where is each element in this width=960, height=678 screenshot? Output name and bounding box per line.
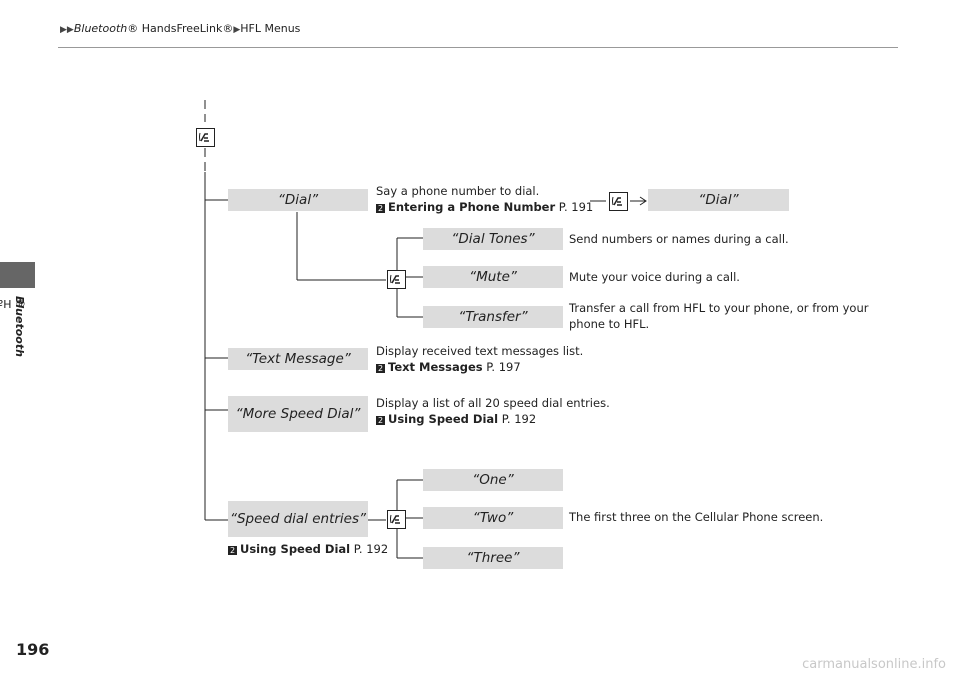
breadcrumb-arrow-icon: ▶▶ (60, 25, 74, 35)
reference-icon: 2 (228, 546, 237, 555)
description-mute: Mute your voice during a call. (569, 270, 740, 284)
command-mute: “Mute” (423, 266, 563, 288)
header-rule (58, 47, 898, 48)
voice-command-icon (609, 192, 628, 211)
command-dial-tones: “Dial Tones” (423, 228, 563, 250)
breadcrumb-part2: HFL Menus (240, 22, 301, 35)
breadcrumb: ▶▶Bluetooth® HandsFreeLink®▶HFL Menus (60, 22, 300, 35)
command-one: “One” (423, 469, 563, 491)
breadcrumb-arrow-icon: ▶ (233, 25, 241, 35)
description-more-speed-dial: Display a list of all 20 speed dial entr… (376, 395, 636, 427)
description-transfer: Transfer a call from HFL to your phone, … (569, 301, 869, 331)
command-transfer: “Transfer” (423, 306, 563, 328)
command-two: “Two” (423, 507, 563, 529)
page-number: 196 (16, 640, 50, 659)
voice-command-icon (387, 510, 406, 529)
command-text-message: “Text Message” (228, 348, 368, 370)
command-dial: “Dial” (228, 189, 368, 211)
command-three: “Three” (423, 547, 563, 569)
section-tab (0, 262, 35, 288)
watermark: carmanualsonline.info (802, 657, 946, 672)
reference-icon: 2 (376, 204, 385, 213)
reference-icon: 2 (376, 364, 385, 373)
description-one-two-three: The first three on the Cellular Phone sc… (569, 510, 824, 524)
breadcrumb-part1-italic: Bluetooth (73, 22, 128, 35)
description-dial-tones: Send numbers or names during a call. (569, 232, 789, 246)
reference-icon: 2 (376, 416, 385, 425)
breadcrumb-part1: ® HandsFreeLink® (127, 22, 234, 35)
command-dial-result: “Dial” (648, 189, 789, 211)
voice-command-icon (196, 128, 215, 147)
command-speed-dial-entries: “Speed dial entries” (228, 501, 368, 537)
voice-command-icon (387, 270, 406, 289)
command-more-speed-dial: “More Speed Dial” (228, 396, 368, 432)
